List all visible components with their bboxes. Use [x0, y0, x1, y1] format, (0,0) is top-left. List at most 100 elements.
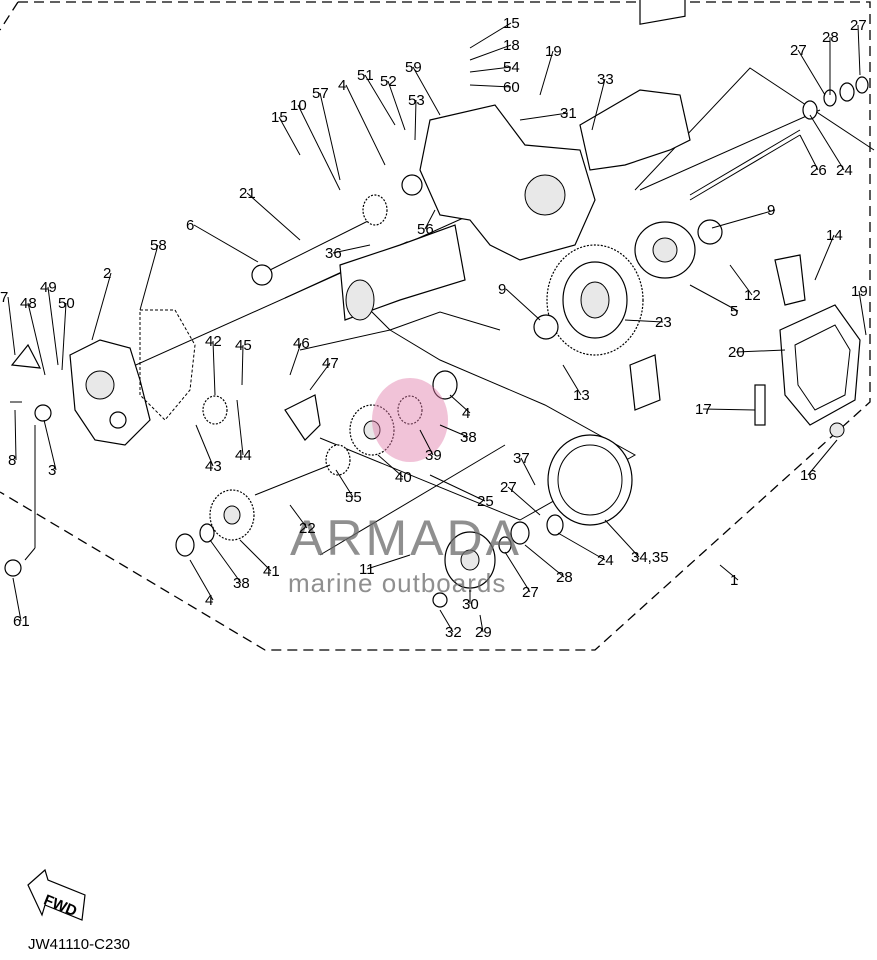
- callout-label: 46: [293, 335, 310, 352]
- output-flange: [444, 531, 496, 589]
- leader-line: [711, 209, 776, 229]
- callout-label: 29: [475, 624, 492, 641]
- callout-label: 19: [851, 283, 868, 300]
- callout-label: 36: [325, 245, 342, 262]
- leader-line: [412, 66, 441, 116]
- callout-label: 4: [205, 592, 213, 609]
- leader-line: [414, 99, 417, 141]
- differential-case: [634, 221, 696, 279]
- bearing-cap-upper: [774, 254, 806, 306]
- leader-line: [91, 272, 112, 341]
- leader-line: [377, 454, 404, 478]
- circlip-27-far: [855, 76, 869, 94]
- leader-line: [335, 469, 354, 498]
- callout-label: 24: [597, 552, 614, 569]
- callout-label: 24: [836, 162, 853, 179]
- leader-line: [702, 408, 756, 411]
- leader-line: [519, 112, 569, 121]
- callout-label: 8: [8, 452, 16, 469]
- leader-line: [562, 364, 582, 396]
- leader-line: [809, 114, 845, 171]
- callout-label: 18: [503, 37, 520, 54]
- leader-line: [439, 609, 454, 633]
- breather-17: [754, 384, 766, 426]
- leader-line: [212, 340, 216, 396]
- callout-label: 33: [597, 71, 614, 88]
- callout-label: 44: [235, 447, 252, 464]
- leader-line: [289, 342, 302, 376]
- output-shaft: [319, 444, 506, 556]
- subassembly-outline-upper: [634, 67, 875, 191]
- callout-label: 5: [730, 303, 738, 320]
- nut-32: [432, 592, 448, 608]
- leader-line: [236, 399, 244, 456]
- callout-label: 22: [299, 520, 316, 537]
- callout-label: 6: [186, 217, 194, 234]
- leader-line: [189, 559, 214, 601]
- callout-label: 45: [235, 337, 252, 354]
- callout-label: 27: [790, 42, 807, 59]
- rear-cover: [779, 304, 861, 426]
- callout-label: 59: [405, 59, 422, 76]
- leader-line: [246, 192, 301, 241]
- callout-label: 52: [380, 73, 397, 90]
- bearing-cap-lower: [629, 354, 661, 411]
- bearing-4-upper: [401, 174, 423, 196]
- callout-label: 4: [338, 77, 346, 94]
- leader-line: [439, 424, 469, 438]
- callout-label: 57: [312, 85, 329, 102]
- callout-label: 47: [322, 355, 339, 372]
- callout-label: 40: [395, 469, 412, 486]
- callout-label: 9: [498, 281, 506, 298]
- leader-line: [520, 457, 536, 486]
- circlip-61: [4, 559, 22, 577]
- axle-shaft: [689, 129, 801, 201]
- leader-line: [195, 424, 214, 467]
- callout-label: 58: [150, 237, 167, 254]
- leader-line: [469, 22, 512, 49]
- leader-line: [449, 394, 471, 414]
- callout-label: 32: [445, 624, 462, 641]
- bearing-28-lower: [510, 521, 530, 545]
- drain-plug-16: [829, 422, 845, 438]
- assembly-boundary: [0, 1, 871, 651]
- leader-line: [7, 296, 16, 356]
- leader-line: [319, 92, 341, 181]
- callout-label: 30: [462, 596, 479, 613]
- callout-label: 17: [695, 401, 712, 418]
- leader-line: [419, 429, 434, 456]
- leader-line: [43, 419, 57, 471]
- callout-label: 23: [655, 314, 672, 331]
- callout-label: 16: [800, 467, 817, 484]
- leader-line: [345, 84, 386, 166]
- leader-line: [366, 554, 411, 570]
- callout-label: 27: [500, 479, 517, 496]
- leader-line: [689, 284, 739, 312]
- leader-line: [807, 439, 838, 476]
- watermark-tagline: marine outboards: [288, 568, 506, 598]
- callout-label: 42: [205, 333, 222, 350]
- axle-axis-line: [639, 109, 821, 191]
- callout-label: 41: [263, 563, 280, 580]
- leader-line: [193, 224, 259, 263]
- leader-line: [797, 49, 826, 96]
- callout-label: 60: [503, 79, 520, 96]
- leader-line: [505, 288, 541, 321]
- callout-label: 19: [545, 43, 562, 60]
- callout-label: 31: [560, 105, 577, 122]
- callout-label: 51: [357, 67, 374, 84]
- leader-line: [735, 349, 786, 353]
- callout-label: 7: [0, 289, 8, 306]
- callout-label: 26: [810, 162, 827, 179]
- leader-line: [364, 74, 396, 126]
- leader-line: [309, 362, 331, 391]
- fwd-arrow-icon: FWD: [27, 868, 86, 921]
- leader-line: [241, 344, 244, 386]
- callout-label: 20: [728, 344, 745, 361]
- bracket-7: [10, 343, 42, 369]
- callout-label: 2: [103, 265, 111, 282]
- leader-line: [539, 50, 554, 96]
- seal-24-upper: [802, 100, 818, 120]
- leader-line: [429, 474, 486, 502]
